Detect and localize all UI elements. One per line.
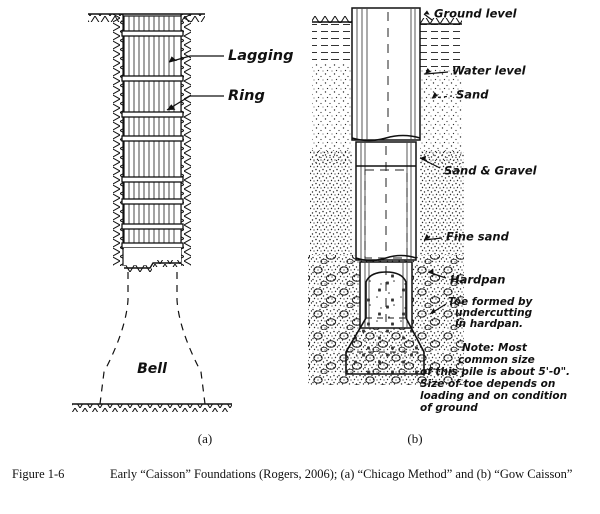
sub-caption-b: (b) (407, 431, 423, 446)
label-bell: Bell (137, 361, 167, 377)
label-ring: Ring (228, 88, 265, 104)
annotation-toe-line-3: in hardpan. (455, 318, 523, 330)
note-line-5: loading and on condition (420, 390, 567, 402)
label-sand-gravel: Sand & Gravel (444, 164, 538, 178)
sub-caption-a: (a) (197, 431, 213, 446)
label-fine-sand-group: Fine sand (423, 230, 510, 244)
casing-section-1 (351, 7, 421, 142)
label-sand-group: Sand (431, 88, 489, 102)
annotation-toe-line-2: undercutting (455, 307, 533, 319)
label-ground-level: Ground level (434, 7, 518, 21)
label-ground-level-group: Ground level (423, 7, 518, 21)
concrete-toe-b (345, 271, 425, 375)
diagram-chicago-method: Lagging Ring Bell (72, 13, 293, 412)
label-water-level-group: Water level (424, 64, 527, 78)
figure-caption: Figure 1-6 Early “Caisson” Foundations (… (12, 466, 590, 482)
label-lagging: Lagging (228, 48, 293, 64)
ground-surface-b (312, 16, 462, 25)
label-hardpan: Hardpan (450, 273, 505, 287)
casing-section-2 (355, 141, 417, 262)
lagging-boards-a (123, 15, 182, 247)
bell-outline-a (99, 272, 206, 405)
annotation-toe-group: Toe formed by undercutting in hardpan. (429, 296, 534, 330)
open-pit-a (124, 248, 181, 272)
note-line-6: of ground (420, 402, 478, 414)
label-sand: Sand (456, 88, 489, 102)
label-fine-sand: Fine sand (446, 230, 510, 244)
soil-profile-left-b (310, 22, 352, 255)
note-line-3: of this pile is about 5'-0". (420, 366, 570, 378)
soil-profile-right-b (420, 24, 464, 255)
note-line-4: Size of toe depends on (420, 378, 555, 390)
label-hardpan-group: Hardpan (427, 268, 505, 287)
rings-a (121, 30, 184, 249)
label-sand-gravel-group: Sand & Gravel (419, 155, 538, 178)
label-water-level: Water level (452, 64, 527, 78)
note-line-1: Note: Most (462, 342, 528, 354)
diagram-gow-caisson: Ground level Water level Sand Sand & Gra… (308, 7, 570, 414)
label-ring-group: Ring (166, 88, 265, 111)
note-block-b: Note: Most common size of this pile is a… (420, 342, 570, 414)
bearing-stratum-a (72, 403, 232, 412)
label-lagging-group: Lagging (168, 48, 293, 64)
note-line-2: common size (458, 354, 535, 366)
figure-caption-text: Early “Caisson” Foundations (Rogers, 200… (110, 467, 573, 481)
figure-number: Figure 1-6 (12, 467, 65, 481)
annotation-toe-line-1: Toe formed by (448, 296, 534, 308)
